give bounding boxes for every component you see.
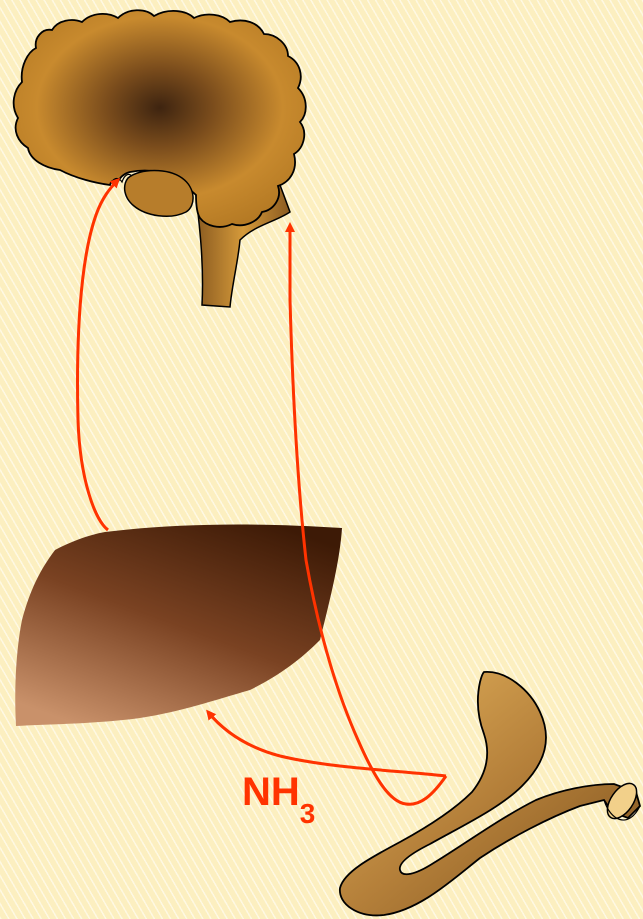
arrow-liver-to-brain xyxy=(78,180,118,530)
liver-icon xyxy=(15,525,342,726)
intestine-tube xyxy=(340,672,640,916)
brain-icon xyxy=(14,10,306,307)
arrow-intestine-to-liver xyxy=(208,712,446,776)
ammonia-formula: NH xyxy=(242,770,300,814)
ammonia-label: NH3 xyxy=(242,772,315,812)
ammonia-subscript: 3 xyxy=(300,798,316,829)
intestine-icon xyxy=(340,672,643,916)
liver-shape xyxy=(15,525,342,726)
arrow-intestine-to-brain xyxy=(290,225,446,804)
